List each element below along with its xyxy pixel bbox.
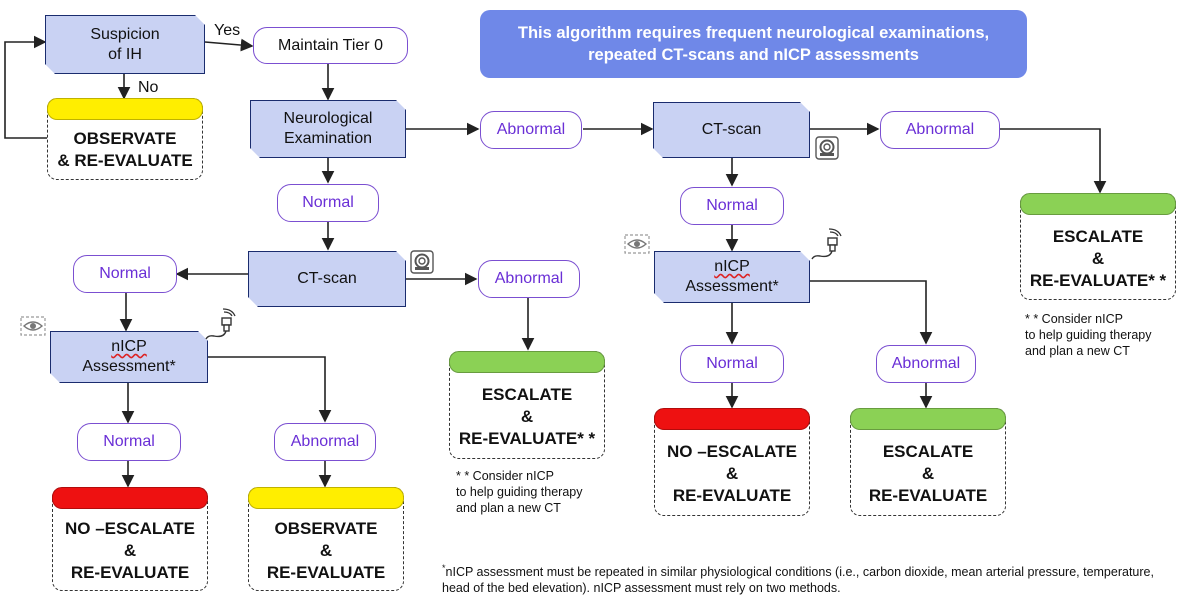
escalate-outcome-middle: ESCALATE & RE-EVALUATE* *	[449, 351, 605, 459]
banner-line-1: This algorithm requires frequent neurolo…	[517, 24, 990, 42]
abnormal-pill-middle: Abnormal	[478, 260, 580, 298]
abnormal-pill-neuro: Abnormal	[480, 111, 582, 149]
nicp-assessment-node-right: nICP Assessment*	[654, 251, 810, 303]
yellow-bar	[47, 98, 203, 120]
suspicion-line-2: of IH	[108, 45, 142, 63]
no-escalate-line-2: &	[123, 541, 137, 560]
no-escalate-line-3: RE-EVALUATE	[70, 563, 190, 582]
ultrasound-probe-icon	[205, 308, 236, 340]
no-escalate-line-1: NO –ESCALATE	[64, 519, 196, 538]
ultrasound-probe-icon	[811, 228, 842, 260]
abnormal-pill-nicp-left: Abnormal	[274, 423, 376, 461]
normal-pill-ct-right: Normal	[680, 187, 784, 225]
consider-line-1: * * Consider nICP	[456, 469, 554, 483]
escalate-outcome-bottom-right: ESCALATE & RE-EVALUATE	[850, 408, 1006, 516]
observate-line-2: & RE-EVALUATE	[57, 151, 193, 170]
eye-icon	[20, 316, 46, 336]
normal-pill-left: Normal	[73, 255, 177, 293]
no-escalate-outcome-left: NO –ESCALATE & RE-EVALUATE	[52, 487, 208, 591]
ct-scanner-icon	[815, 136, 839, 160]
ct-scanner-icon	[410, 250, 434, 274]
consider-line-1: * * Consider nICP	[1025, 312, 1123, 326]
normal-pill-nicp-right: Normal	[680, 345, 784, 383]
nicp-assessment-node-left: nICP Assessment*	[50, 331, 208, 383]
observate-line-2: &	[319, 541, 333, 560]
observate-line-3: RE-EVALUATE	[266, 563, 386, 582]
ct-scan-node-right: CT-scan	[653, 102, 810, 158]
red-bar	[654, 408, 810, 430]
consider-note-right: * * Consider nICP to help guiding therap…	[1025, 311, 1151, 359]
ct-scan-node-middle: CT-scan	[248, 251, 406, 307]
no-escalate-line-1: NO –ESCALATE	[666, 442, 798, 461]
consider-line-3: and plan a new CT	[1025, 344, 1130, 358]
no-label: No	[138, 79, 159, 96]
no-escalate-line-2: &	[725, 464, 739, 483]
observate-outcome-top: OBSERVATE & RE-EVALUATE	[47, 98, 203, 180]
nicp-line-2: Assessment*	[685, 278, 779, 295]
escalate-line-1: ESCALATE	[882, 442, 974, 461]
neuro-line-1: Neurological	[283, 110, 373, 127]
escalate-line-3: RE-EVALUATE* *	[1029, 270, 1167, 290]
eye-icon	[624, 234, 650, 254]
red-bar	[52, 487, 208, 509]
banner-line-2: repeated CT-scans and nICP assessments	[588, 46, 919, 64]
escalate-line-2: &	[921, 464, 935, 483]
consider-line-2: to help guiding therapy	[456, 485, 583, 499]
info-banner: This algorithm requires frequent neurolo…	[480, 10, 1027, 78]
green-bar	[449, 351, 605, 373]
normal-pill-neuro: Normal	[277, 184, 379, 222]
nicp-line-2: Assessment*	[82, 358, 176, 375]
maintain-tier-node: Maintain Tier 0	[253, 27, 408, 64]
nicp-word: nICP	[111, 338, 147, 355]
footnote-text: nICP assessment must be repeated in simi…	[442, 565, 1154, 596]
suspicion-node: Suspicion of IH	[45, 15, 205, 74]
escalate-line-2: &	[1091, 248, 1105, 268]
no-escalate-line-3: RE-EVALUATE	[672, 486, 792, 505]
abnormal-pill-right: Abnormal	[880, 111, 1000, 149]
observate-line-1: OBSERVATE	[274, 519, 378, 538]
consider-line-3: and plan a new CT	[456, 501, 561, 515]
consider-note-middle: * * Consider nICP to help guiding therap…	[456, 468, 582, 516]
escalate-line-2: &	[520, 407, 534, 426]
escalate-line-1: ESCALATE	[481, 385, 573, 404]
observate-line-1: OBSERVATE	[73, 129, 177, 148]
suspicion-line-1: Suspicion	[90, 25, 160, 43]
footnote: *nICP assessment must be repeated in sim…	[442, 560, 1172, 596]
neuro-line-2: Examination	[283, 130, 373, 147]
footnote-marker: *	[442, 563, 446, 573]
escalate-line-1: ESCALATE	[1052, 226, 1144, 246]
green-bar	[850, 408, 1006, 430]
escalate-line-3: RE-EVALUATE* *	[458, 429, 596, 448]
escalate-outcome-right: ESCALATE & RE-EVALUATE* *	[1020, 193, 1176, 300]
yes-label: Yes	[214, 22, 241, 39]
consider-line-2: to help guiding therapy	[1025, 328, 1152, 342]
no-escalate-outcome-right: NO –ESCALATE & RE-EVALUATE	[654, 408, 810, 516]
nicp-word: nICP	[714, 258, 750, 275]
neurological-exam-node: Neurological Examination	[250, 100, 406, 158]
observate-outcome-bottom: OBSERVATE & RE-EVALUATE	[248, 487, 404, 591]
abnormal-pill-nicp-right: Abnormal	[876, 345, 976, 383]
normal-pill-nicp-left: Normal	[77, 423, 181, 461]
yellow-bar	[248, 487, 404, 509]
green-bar	[1020, 193, 1176, 215]
escalate-line-3: RE-EVALUATE	[868, 486, 988, 505]
